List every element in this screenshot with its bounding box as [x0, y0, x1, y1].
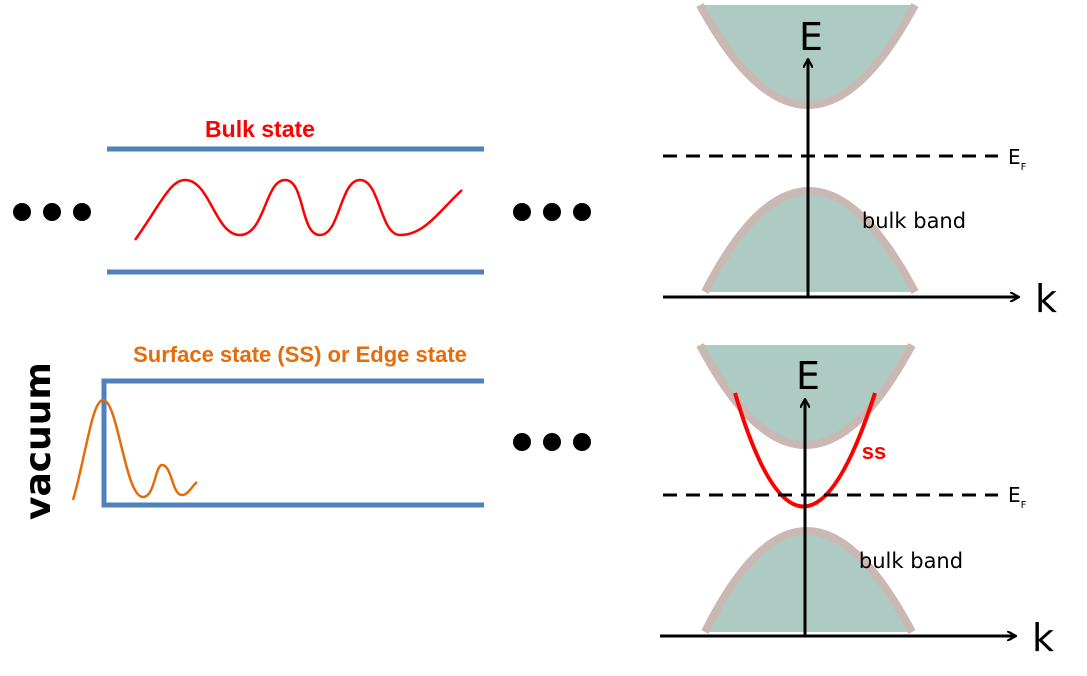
bulk-wavefunction — [133, 178, 463, 241]
ellipsis-dot — [73, 203, 91, 221]
bulk-state-title: Bulk state — [205, 116, 315, 142]
ellipsis-dot — [573, 203, 591, 221]
ellipsis-dot — [573, 433, 591, 451]
band-diagram-bottom: ss EF E k bulk band — [660, 343, 1054, 660]
energy-axis-label: E — [799, 15, 823, 59]
ellipsis-dot — [513, 433, 531, 451]
slab-with-surface — [101, 378, 484, 508]
bulk-state-panel: Bulk state — [13, 116, 591, 275]
bulk-band-label: bulk band — [859, 549, 963, 573]
ellipsis-dot — [43, 203, 61, 221]
band-diagram-top: EF E k bulk band — [663, 3, 1057, 321]
surface-state-panel: Surface state (SS) or Edge state vacuum — [18, 342, 591, 520]
energy-axis-label: E — [796, 354, 820, 398]
ellipsis-dot — [513, 203, 531, 221]
surface-wavefunction — [71, 398, 198, 501]
bulk-band-label: bulk band — [862, 209, 966, 233]
momentum-axis-label: k — [1032, 616, 1054, 660]
surface-state-label: ss — [862, 439, 886, 464]
fermi-level-label: EF — [1008, 145, 1027, 173]
momentum-axis-label: k — [1035, 277, 1057, 321]
fermi-level-label: EF — [1008, 483, 1027, 511]
valence-band-edge — [701, 527, 916, 634]
surface-state-title: Surface state (SS) or Edge state — [133, 342, 467, 367]
ellipsis-dot — [543, 433, 561, 451]
ellipsis-dot — [543, 203, 561, 221]
vacuum-label: vacuum — [18, 362, 59, 520]
ellipsis-dot — [13, 203, 31, 221]
